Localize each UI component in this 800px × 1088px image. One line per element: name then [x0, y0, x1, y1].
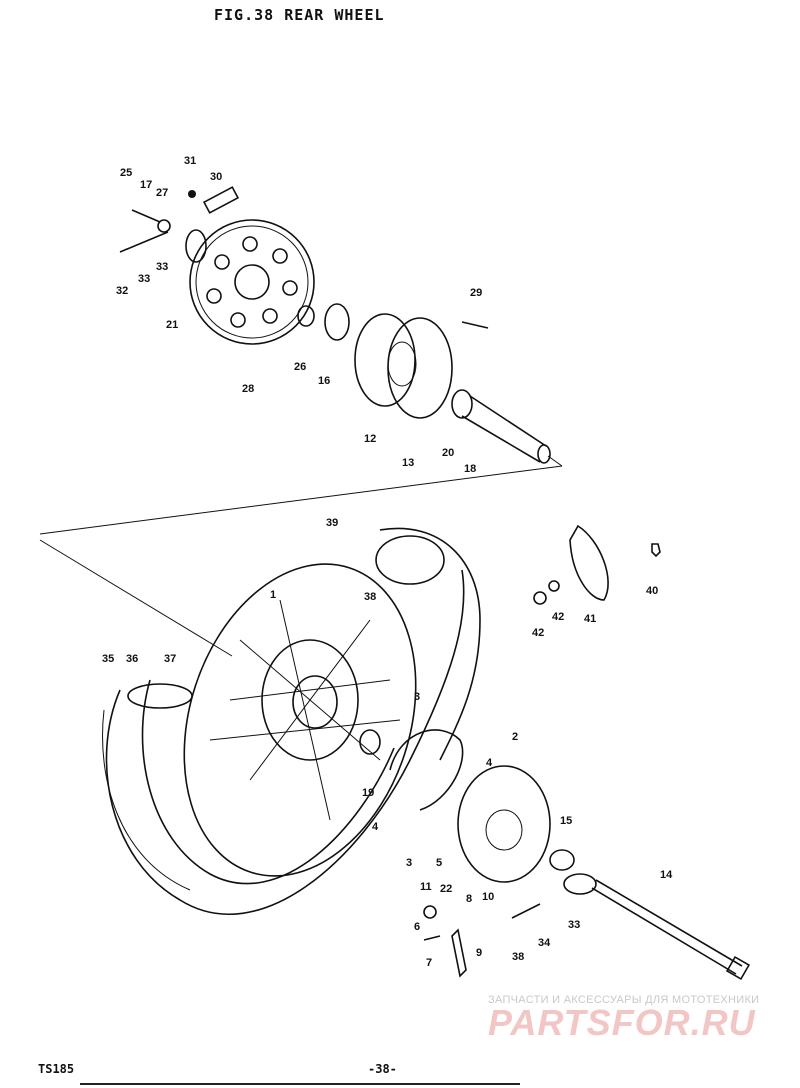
callout-11: 11: [420, 881, 432, 893]
callout-19: 19: [362, 787, 374, 799]
watermark-logo: PARTSFOR.RU: [488, 1002, 756, 1043]
callout-38: 39: [326, 517, 338, 529]
callout-20: 20: [442, 447, 454, 459]
callout-35: 36: [126, 653, 138, 665]
callout-7: 8: [466, 893, 472, 905]
rear-tyre: [102, 527, 481, 915]
callout-37: 38: [364, 591, 376, 603]
callout-18: 18: [464, 463, 476, 475]
callout-26: 28: [242, 383, 254, 395]
callout-34: 35: [102, 653, 114, 665]
callout-30: 33: [568, 919, 580, 931]
hub-drum: [375, 535, 445, 585]
bottom-rule: [80, 1083, 520, 1085]
callout-17: 17: [140, 179, 152, 191]
callout-4-left: 4: [372, 821, 379, 833]
callout-31: 33: [156, 261, 168, 273]
callout-14: 14: [660, 869, 673, 881]
wheel-rim-spokes: [183, 563, 417, 877]
callout-8: 7: [426, 957, 432, 969]
callout-24: 26: [294, 361, 306, 373]
callout-16: 16: [318, 375, 330, 387]
figure-title: FIG.38 REAR WHEEL: [214, 6, 385, 24]
callout-5: 5: [436, 857, 442, 869]
callout-37-bottom: 38: [512, 951, 524, 963]
callout-22: 22: [440, 883, 452, 895]
callout-12: 12: [364, 433, 376, 445]
callout-41: 42: [552, 611, 564, 623]
reflector: [533, 524, 661, 605]
callout-42: 42: [532, 627, 544, 639]
drive-shaft: [451, 321, 551, 464]
callout-13: 13: [402, 457, 414, 469]
callout-33-bottom: 34: [538, 937, 551, 949]
callout-27: 29: [470, 287, 482, 299]
tube-band: [127, 683, 193, 709]
rear-sprocket: [189, 219, 315, 345]
callout-33: 33: [138, 273, 150, 285]
page-number: -38-: [368, 1062, 397, 1076]
rear-axle: [549, 849, 751, 981]
assembly-guide-lines: [39, 455, 563, 657]
callout-36: 37: [164, 653, 176, 665]
callout-3-bottom: 3: [406, 857, 412, 869]
sprocket-drum: [297, 303, 453, 419]
callout-9: 9: [476, 947, 482, 959]
callout-1: 1: [270, 589, 276, 601]
sprocket-bolts: [119, 186, 240, 253]
callout-40: 41: [584, 613, 596, 625]
brake-panel-assembly: [359, 729, 551, 883]
snap-ring: [185, 229, 207, 263]
callout-28: 30: [210, 171, 222, 183]
callout-3-top: 3: [414, 691, 420, 703]
callout-10: 10: [482, 891, 494, 903]
callout-23: 25: [120, 167, 132, 179]
brake-cam-lever: [423, 903, 541, 978]
model-code: TS185: [38, 1062, 75, 1076]
watermark-tagline: ЗАПЧАСТИ И АКСЕССУАРЫ ДЛЯ МОТОТЕХНИКИ: [488, 994, 760, 1006]
callout-15: 15: [560, 815, 572, 827]
callout-39: 40: [646, 585, 658, 597]
callout-4-right: 4: [486, 757, 493, 769]
callout-25: 27: [156, 187, 168, 199]
callout-2: 2: [512, 731, 518, 743]
callout-32: 32: [116, 285, 128, 297]
callout-6: 6: [414, 921, 420, 933]
callout-29: 31: [184, 155, 196, 167]
callout-21: 21: [166, 319, 178, 331]
